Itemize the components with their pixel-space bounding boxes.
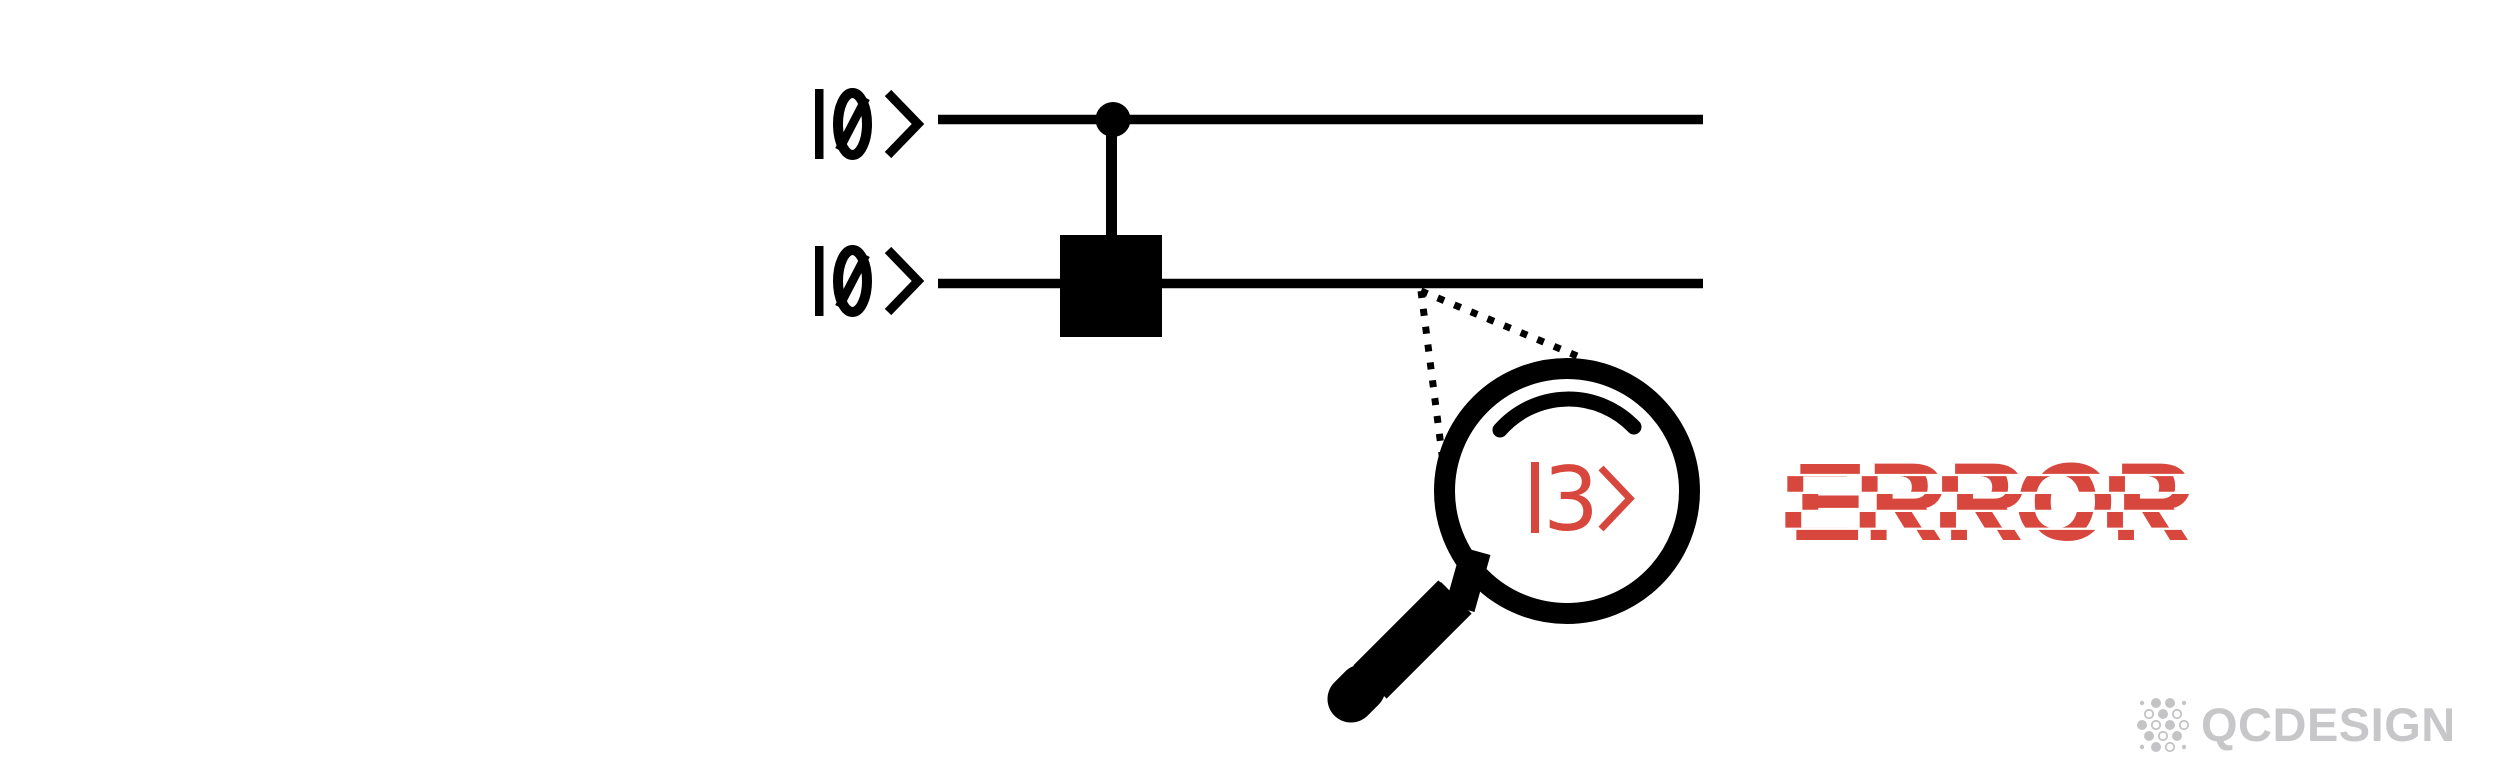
gate-square [1060, 235, 1162, 337]
error-label: ERROR ERROR ERROR ERROR ERROR ERROR [1778, 441, 2206, 564]
slashed-zero [833, 88, 872, 160]
error-label-slice: ERROR [1789, 441, 2192, 564]
ket-bar [1531, 462, 1539, 533]
slashed-zero [833, 245, 872, 317]
ket-rangle [884, 89, 925, 159]
qcdesign-logo: QCDESIGN [2134, 696, 2456, 754]
zero-slash [835, 253, 870, 309]
magnifier-icon [1327, 358, 1700, 723]
magnifier-handle-tip [1327, 664, 1386, 723]
ket-rangle [1598, 465, 1635, 532]
control-dot [1095, 102, 1131, 137]
ket-three-label: |3⟩ 3 [1531, 448, 1635, 551]
error-label-slice: ERROR [1793, 441, 2196, 564]
ket-three-digit: 3 [1543, 448, 1599, 551]
ket-zero-label-qubit1: |0⟩ [815, 88, 925, 160]
magnifier-handle-neck [1445, 546, 1491, 613]
logo-text: QCDESIGN [2201, 698, 2456, 751]
ket-bar [815, 246, 824, 316]
zoom-callout-line-left [1417, 290, 1447, 463]
error-label-slice: ERROR [1778, 441, 2181, 564]
ket-bar [815, 89, 824, 159]
ket-rangle [884, 246, 925, 316]
zero-slash [835, 96, 870, 152]
logo-dots-icon [2137, 698, 2190, 753]
magnifier-handle [1353, 580, 1472, 699]
ket-zero-label-qubit2: |0⟩ [815, 245, 925, 317]
magnifier-shine-arc [1492, 391, 1642, 438]
error-label-slice: ERROR [1780, 441, 2183, 564]
error-label-slice: ERROR [1784, 441, 2187, 564]
magnifier-handle-notch [1427, 582, 1452, 607]
magnifier-glass-circle [1434, 358, 1700, 624]
error-label-slice: ERROR [1795, 441, 2198, 564]
zoom-callout-line-right [1419, 287, 1584, 362]
